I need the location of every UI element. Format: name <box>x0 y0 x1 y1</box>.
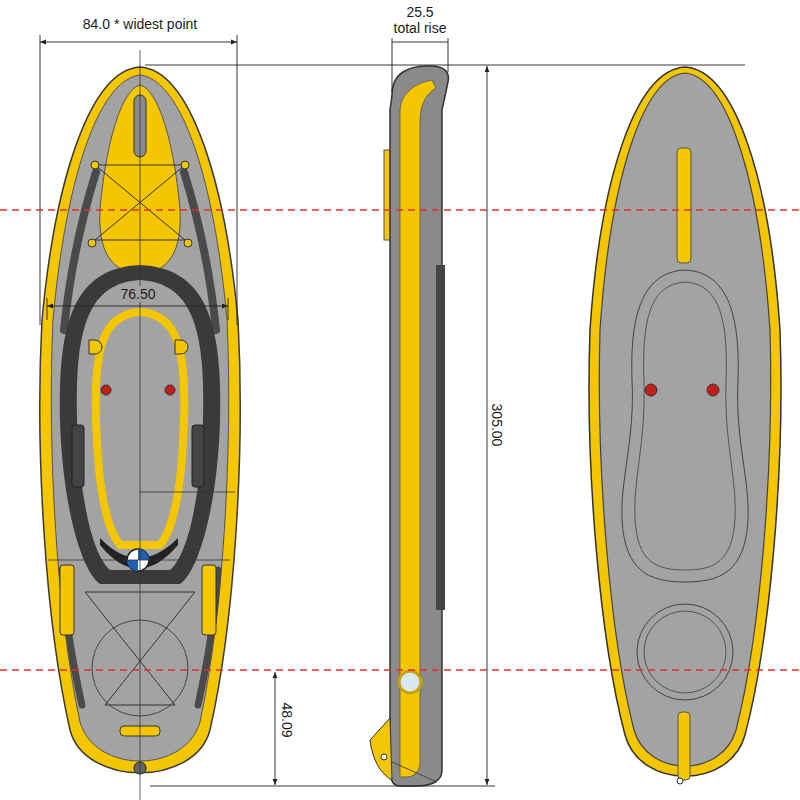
side-handle <box>60 565 74 635</box>
reference-line <box>140 492 235 493</box>
extension-line <box>145 65 745 66</box>
stern-ring <box>637 604 733 700</box>
roundel-quarter <box>127 560 138 571</box>
side-view <box>370 66 448 786</box>
extension-line <box>150 786 495 787</box>
reference-line <box>48 560 230 561</box>
red-button <box>645 384 657 396</box>
dimension-lines <box>40 35 745 786</box>
extension-line <box>237 35 238 325</box>
dimension-label: total rise <box>392 20 449 36</box>
stern-plug <box>677 778 683 784</box>
centerline <box>140 50 141 800</box>
d-ring <box>89 340 102 354</box>
deck-ring <box>184 239 192 247</box>
side-hull <box>390 66 448 786</box>
dimension-line <box>487 66 488 785</box>
foot-brace <box>192 425 204 487</box>
bungee-line <box>105 592 195 705</box>
section-line <box>0 209 800 210</box>
cockpit-outline <box>622 270 748 582</box>
extension-line <box>448 38 449 72</box>
leader-line <box>392 762 437 782</box>
deck-ring <box>91 161 99 169</box>
side-handle <box>202 565 216 635</box>
section-line <box>0 669 800 670</box>
dimension-line <box>47 306 228 307</box>
porthole <box>399 671 421 693</box>
extension-line <box>40 35 41 325</box>
bow-slot <box>677 148 691 263</box>
stern-slot <box>678 712 690 780</box>
dimension-label: 305.00 <box>489 402 505 449</box>
dimension-label: 48.09 <box>279 700 295 739</box>
dimension-label: 76.50 <box>118 286 157 302</box>
stern-ring <box>644 611 726 693</box>
d-ring <box>175 340 188 354</box>
dimension-line <box>40 42 237 43</box>
red-button <box>165 385 175 395</box>
dimension-line <box>275 672 276 785</box>
skeg <box>370 718 392 780</box>
bottom-view <box>589 67 781 784</box>
deck-ring <box>88 239 96 247</box>
top-view <box>40 50 240 800</box>
cockpit-profile <box>436 265 445 610</box>
red-button <box>707 384 719 396</box>
extension-line <box>228 298 229 320</box>
hull-bottom <box>599 73 770 766</box>
dimension-label: 25.5 <box>404 4 435 20</box>
red-button <box>101 385 111 395</box>
foot-brace <box>72 425 84 487</box>
deck-ring <box>181 161 189 169</box>
extension-line <box>47 298 48 320</box>
skeg-hole <box>381 754 387 760</box>
side-stripe <box>400 80 436 777</box>
dimension-label: 84.0 * widest point <box>81 16 199 32</box>
cockpit-outline <box>635 282 735 570</box>
dimension-line <box>392 42 448 43</box>
bungee-line <box>85 592 175 705</box>
